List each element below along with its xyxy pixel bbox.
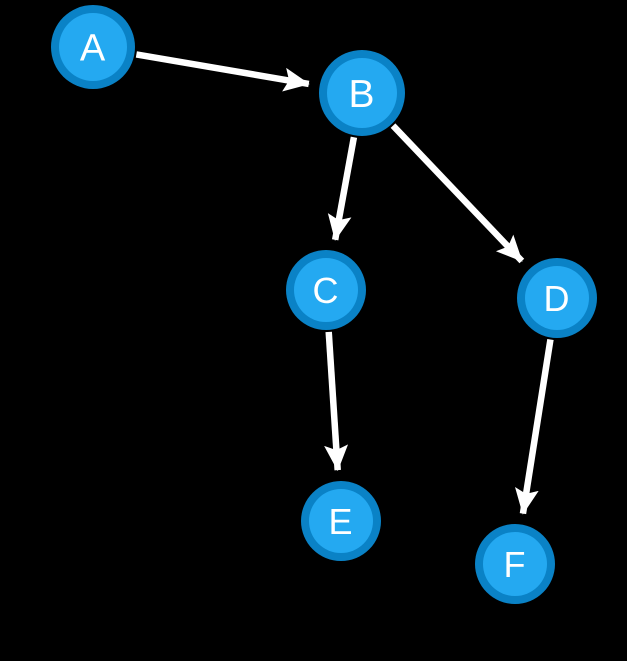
node-B-body <box>327 58 397 128</box>
node-D[interactable]: D <box>517 258 597 338</box>
edge-B-to-C-arrow <box>327 136 358 241</box>
edge-B-to-D-arrow <box>390 123 525 264</box>
edge-C-to-E-arrow <box>324 331 349 472</box>
node-C-body <box>294 258 358 322</box>
edge-D-to-F-arrow <box>515 338 554 515</box>
node-A[interactable]: A <box>51 5 135 89</box>
node-D-body <box>525 266 589 330</box>
node-C[interactable]: C <box>286 250 366 330</box>
node-F[interactable]: F <box>475 524 555 604</box>
node-B[interactable]: B <box>319 50 405 136</box>
node-E-body <box>309 489 373 553</box>
edge-A-to-B-arrow <box>135 51 310 92</box>
node-A-body <box>59 13 127 81</box>
node-E[interactable]: E <box>301 481 381 561</box>
node-F-body <box>483 532 547 596</box>
